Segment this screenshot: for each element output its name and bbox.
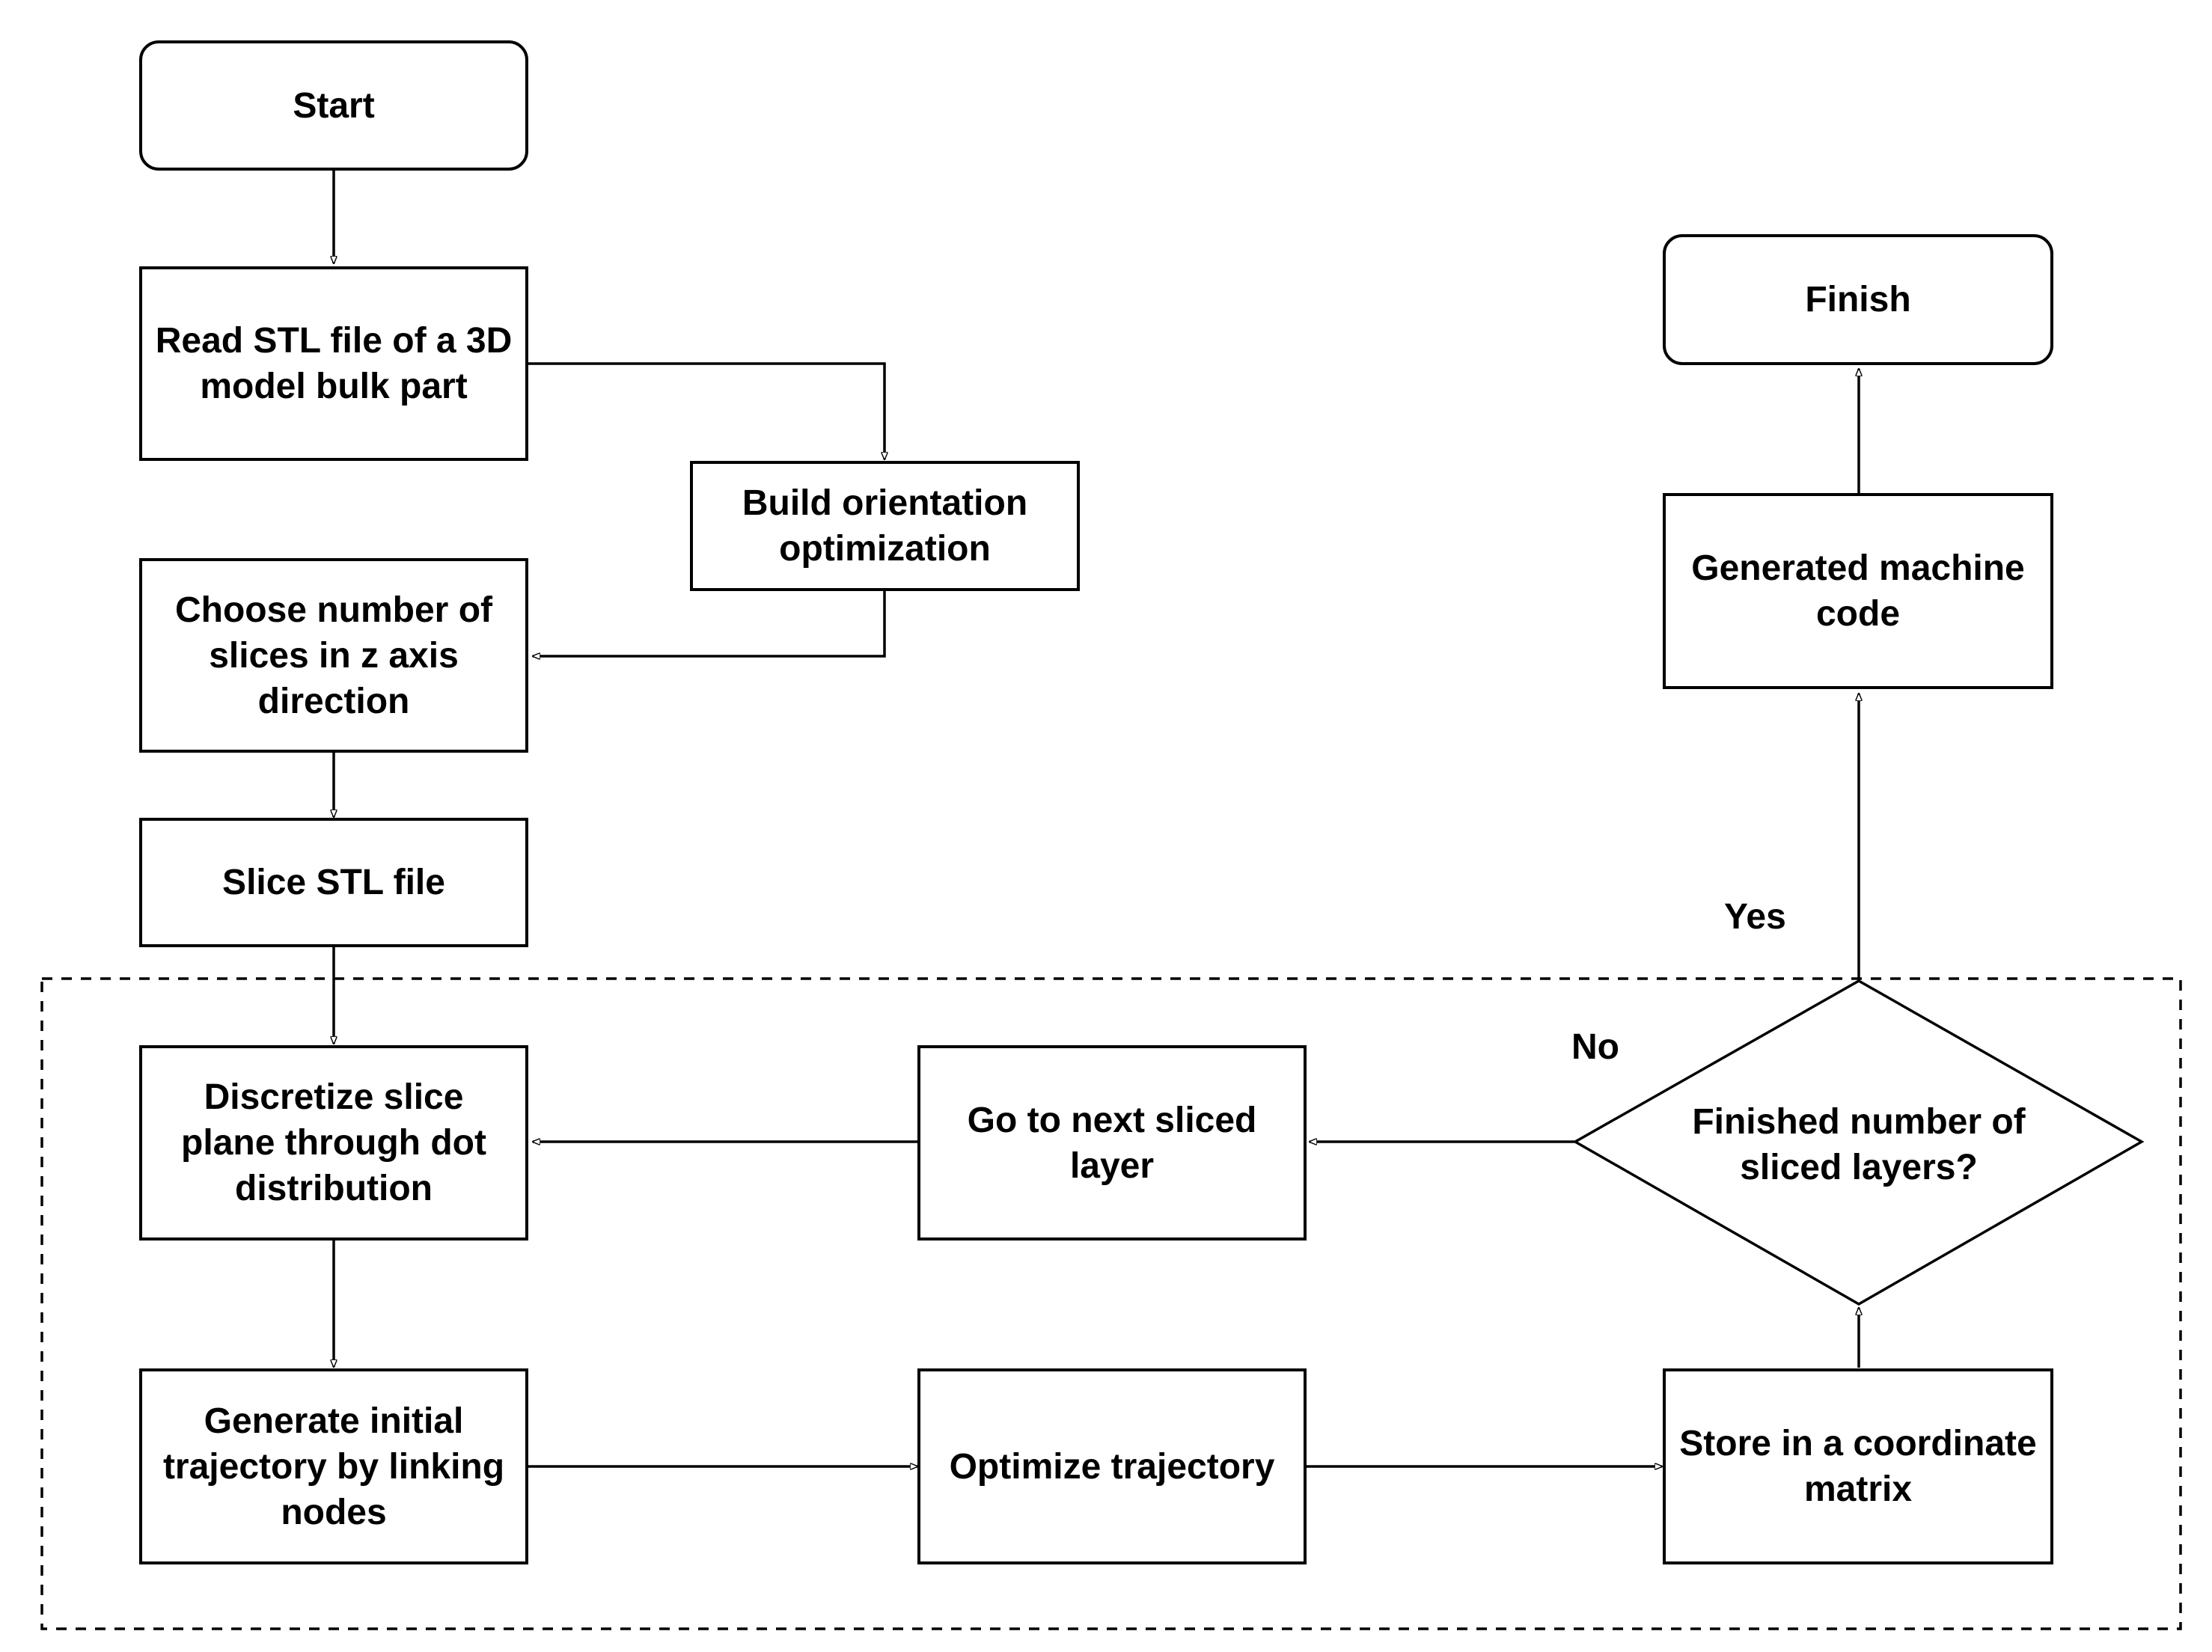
loop-boundary: [40, 977, 2182, 1630]
read-stl-node: Read STL file of a 3D model bulk part: [139, 266, 528, 461]
finish-node: Finish: [1663, 234, 2053, 365]
discretize-label: Discretize slice plane through dot distr…: [181, 1077, 486, 1208]
next-layer-label: Go to next sliced layer: [967, 1100, 1257, 1186]
build-orientation-node: Build orientation optimization: [690, 461, 1080, 591]
yes-label: Yes: [1724, 897, 1786, 937]
build-orientation-label: Build orientation optimization: [742, 483, 1028, 569]
next-layer-node: Go to next sliced layer: [917, 1045, 1307, 1240]
generate-trajectory-label: Generate initial trajectory by linking n…: [162, 1401, 505, 1532]
store-matrix-node: Store in a coordinate matrix: [1663, 1368, 2053, 1564]
read-stl-label: Read STL file of a 3D model bulk part: [155, 321, 513, 406]
start-node: Start: [139, 40, 528, 171]
finish-label: Finish: [1805, 280, 1911, 319]
choose-slices-node: Choose number of slices in z axis direct…: [139, 558, 528, 753]
optimize-trajectory-label: Optimize trajectory: [949, 1446, 1275, 1487]
generated-code-label: Generated machine code: [1691, 548, 2025, 634]
arrow-read-to-orientation: [528, 362, 885, 459]
discretize-node: Discretize slice plane through dot distr…: [139, 1045, 528, 1240]
start-label: Start: [293, 85, 375, 126]
choose-slices-label: Choose number of slices in z axis direct…: [174, 590, 492, 721]
slice-stl-label: Slice STL file: [222, 863, 445, 902]
slice-stl-node: Slice STL file: [139, 818, 528, 947]
decision-diamond: [1572, 979, 2145, 1306]
generate-trajectory-node: Generate initial trajectory by linking n…: [139, 1368, 528, 1564]
arrow-orientation-to-choose: [533, 591, 886, 656]
no-label: No: [1571, 1027, 1619, 1067]
store-matrix-label: Store in a coordinate matrix: [1679, 1424, 2037, 1509]
finished-decision-label: Finished number of sliced layers?: [1692, 1102, 2026, 1187]
generated-code-node: Generated machine code: [1663, 493, 2053, 689]
optimize-trajectory-node: Optimize trajectory: [917, 1368, 1307, 1564]
finished-decision-node: Finished number of sliced layers?: [1669, 1055, 2049, 1235]
